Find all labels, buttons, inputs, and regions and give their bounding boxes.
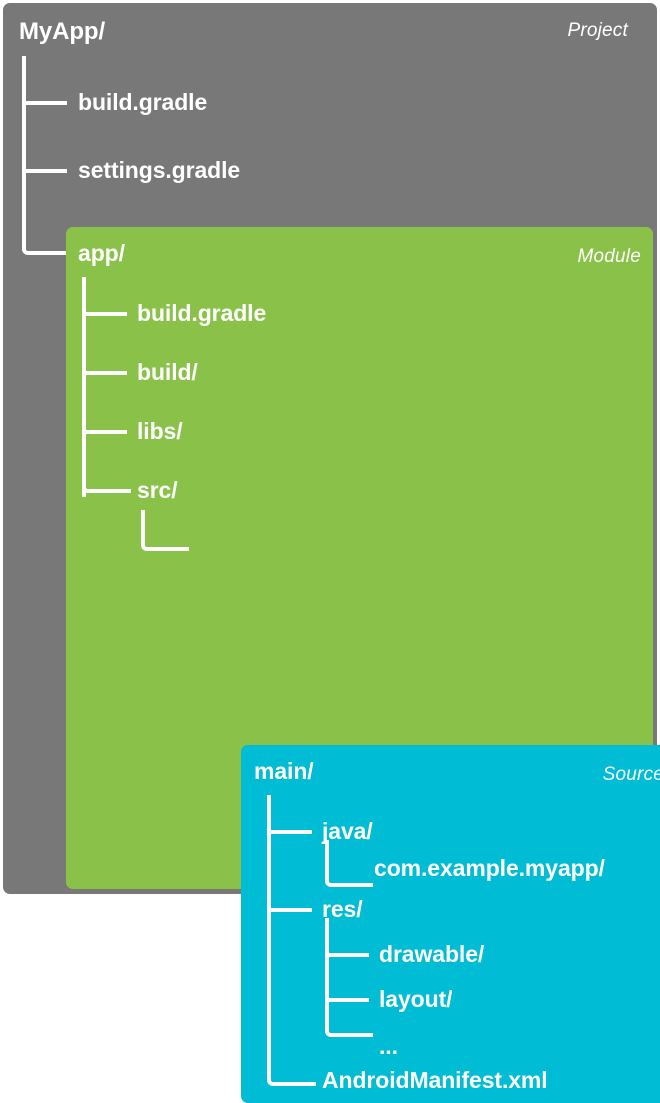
tree-branch-build-gradle	[22, 101, 67, 105]
tree-branch-main-dir	[141, 510, 189, 551]
node-label-src-dir: src/	[137, 477, 178, 503]
node-label-drawable-dir: drawable/	[379, 941, 485, 967]
tree-branch-settings-gradle	[22, 169, 67, 173]
node-label-ellipsis: ...	[379, 1033, 398, 1059]
node-label-app: app/	[78, 240, 125, 266]
tree-spine-root	[22, 56, 26, 251]
module-tag-label: Module	[577, 246, 641, 267]
project-panel: Project MyApp/ build.gradle settings.gra…	[3, 3, 660, 1103]
node-label-package-dir: com.example.myapp/	[374, 855, 605, 881]
node-label-manifest: AndroidManifest.xml	[322, 1067, 548, 1093]
sourceset-tag-label: Sourceset	[602, 764, 660, 785]
tree-spine-app	[82, 277, 86, 497]
node-label-myapp: MyApp/	[19, 18, 106, 45]
node-label-build-dir: build/	[137, 359, 198, 385]
tree-branch-java-dir	[267, 830, 312, 834]
node-label-layout-dir: layout/	[379, 986, 453, 1012]
module-panel: Module app/ build.gradle build/ libs/ sr…	[66, 227, 660, 1103]
tree-branch-libs-dir	[82, 430, 127, 434]
node-label-settings-gradle: settings.gradle	[78, 157, 241, 183]
tree-branch-app-build-gradle	[82, 312, 127, 316]
node-label-libs-dir: libs/	[137, 418, 183, 444]
tree-branch-app	[22, 203, 71, 255]
tree-branch-manifest	[267, 1034, 316, 1086]
node-label-build-gradle-root: build.gradle	[78, 89, 208, 115]
tree-branch-res-dir	[267, 908, 312, 912]
node-label-java-dir: java/	[322, 818, 373, 844]
node-label-build-gradle-app: build.gradle	[137, 300, 267, 326]
tree-branch-src-dir	[82, 451, 131, 493]
tree-branch-package-dir	[325, 840, 373, 887]
tree-branch-build-dir	[82, 371, 127, 375]
tree-branch-ellipsis	[325, 1010, 373, 1037]
tree-branch-layout-dir	[325, 998, 369, 1002]
project-tag-label: Project	[567, 20, 628, 41]
sourceset-panel: Sourceset main/ java/ com.example.myapp/…	[241, 745, 660, 1103]
tree-branch-drawable-dir	[325, 953, 369, 957]
node-label-main-dir: main/	[254, 758, 314, 784]
